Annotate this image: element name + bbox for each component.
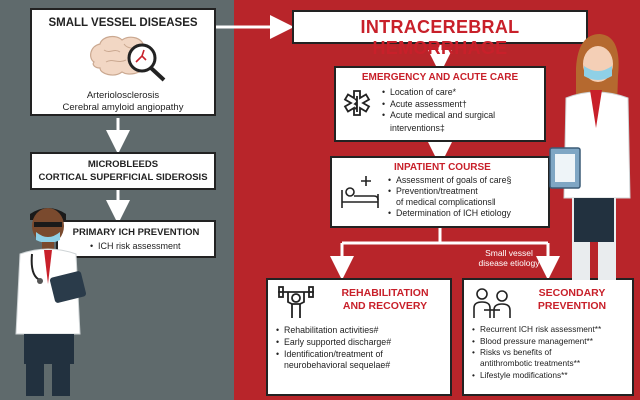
secondary-prevention-box: SECONDARY PREVENTION Recurrent ICH risk … [462,278,634,396]
primary-prevention-box: PRIMARY ICH PREVENTION ICH risk assessme… [56,220,216,258]
emergency-list: Location of care* Acute assessment† Acut… [382,87,495,122]
rehab-item-identification-cont: neurobehavioral sequelae# [284,360,391,370]
primary-prevention-item: ICH risk assessment [90,241,181,251]
secondary-item-lifestyle: Lifestyle modifications** [472,370,568,380]
secondary-list: Recurrent ICH risk assessment** Blood pr… [472,324,601,359]
rehab-item-identification: Identification/treatment of [276,348,391,360]
primary-prevention-list: ICH risk assessment [90,241,181,251]
microbleeds-box: MICROBLEEDS CORTICAL SUPERFICIAL SIDEROS… [30,152,216,190]
microbleeds-line1: MICROBLEEDS [87,159,159,170]
rehab-title-line2: AND RECOVERY [342,300,428,312]
small-vessel-diseases-box: SMALL VESSEL DISEASES Arteriolosclerosis… [30,8,216,116]
emergency-title: EMERGENCY AND ACUTE CARE [361,72,519,83]
inpatient-list: Assessment of goals of care§ Prevention/… [388,175,511,197]
inpatient-item-goals: Assessment of goals of care§ [388,175,511,186]
female-doctor-illustration [549,34,631,280]
svd-line-arteriolosclerosis: Arteriolosclerosis [86,90,160,101]
hospital-bed-icon [341,176,379,208]
emergency-item-location: Location of care* [382,87,495,99]
primary-prevention-title: PRIMARY ICH PREVENTION [72,227,200,238]
star-of-life-icon [343,90,371,116]
rehab-title-line1: REHABILITATION [341,287,429,299]
etiology-line1: Small vessel [485,248,533,258]
secondary-item-risk: Recurrent ICH risk assessment** [472,324,601,336]
ich-title-box: INTRACEREBRAL HEMORRHAGE [292,10,588,58]
weightlifter-icon [278,286,314,318]
secondary-item-bp: Blood pressure management** [472,336,601,348]
small-vessel-title: SMALL VESSEL DISEASES [48,17,198,29]
emergency-item-assessment: Acute assessment† [382,99,495,111]
etiology-line2: disease etiology [478,258,540,268]
emergency-item-interventions-cont: interventions‡ [390,123,445,133]
brain-magnifier-icon [90,35,166,82]
inpatient-list-2: Determination of ICH etiology [388,208,511,218]
emergency-acute-care-box: EMERGENCY AND ACUTE CARE Location of car… [334,66,546,142]
rehab-item-discharge: Early supported discharge# [276,336,391,348]
secondary-list-2: Lifestyle modifications** [472,370,568,380]
inpatient-item-prevention: Prevention/treatment [388,186,511,197]
svd-line-caa: Cerebral amyloid angiopathy [62,102,184,113]
small-vessel-etiology-label: Small vessel disease etiology [466,248,552,268]
inpatient-course-box: INPATIENT COURSE Assessment of goals of … [330,156,550,228]
inpatient-item-prevention-cont: of medical complications‖ [396,197,496,207]
emergency-item-interventions: Acute medical and surgical [382,110,495,122]
rehab-item-activities: Rehabilitation activities# [276,324,391,336]
inpatient-item-etiology: Determination of ICH etiology [388,208,511,218]
microbleeds-line2: CORTICAL SUPERFICIAL SIDEROSIS [38,172,208,183]
secondary-item-antithrombotic: Risks vs benefits of [472,347,601,359]
male-doctor-illustration [15,208,87,396]
secondary-title-line2: PREVENTION [537,300,607,312]
secondary-item-antithrombotic-cont: antithrombotic treatments** [480,358,581,368]
rehabilitation-box: REHABILITATION AND RECOVERY Rehabilitati… [266,278,452,396]
ich-title: INTRACEREBRAL HEMORRHAGE [360,17,520,58]
rehab-list: Rehabilitation activities# Early support… [276,324,391,360]
inpatient-title: INPATIENT COURSE [394,162,491,173]
secondary-title-line1: SECONDARY [538,287,606,299]
doctor-consult-icon [473,288,511,318]
